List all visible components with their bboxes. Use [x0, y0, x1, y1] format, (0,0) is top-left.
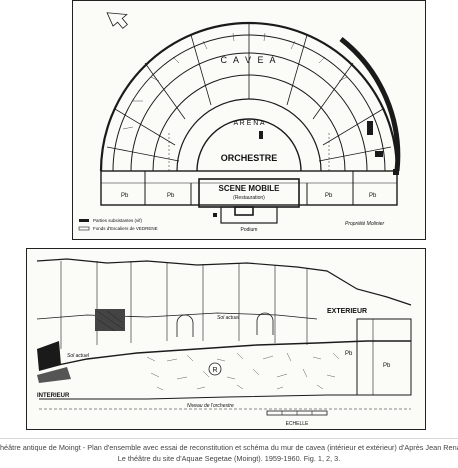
interior-wall-profile	[38, 340, 411, 370]
wall-remains	[213, 121, 399, 217]
exterieur-label: EXTERIEUR	[327, 308, 367, 315]
radial-divisions	[106, 23, 392, 162]
cavea-wall-section-drawing: R EXTERIEUR INTERIEUR Sol actuel Sol act…	[36, 258, 412, 427]
legend-entry-2: Fonds d'Escaliers de VEDRENE	[93, 226, 158, 231]
arch-opening-1	[176, 314, 194, 337]
scene-label: SCENE MOBILE	[219, 184, 281, 193]
theatre-plan-drawing: C A V E A A R E N A ORCHESTRE SCENE MOBI…	[78, 12, 401, 233]
orchestra-arc	[196, 118, 302, 172]
room-label-3: Pb	[325, 193, 333, 199]
pb-label-1: Pb	[345, 351, 353, 357]
facade-divisions	[60, 261, 308, 349]
arch-opening-2	[256, 312, 274, 335]
stone-patch-hatch	[96, 310, 124, 332]
theatre-plan-figure: C A V E A A R E N A ORCHESTRE SCENE MOBI…	[72, 0, 426, 240]
outer-ring-hatching	[122, 32, 348, 130]
masonry-texture	[146, 352, 340, 391]
marker-r: R	[212, 367, 217, 374]
sol-actuel-left-label: Sol actuel	[67, 353, 90, 359]
ground-line	[39, 394, 411, 400]
exterior-block	[356, 318, 412, 396]
arrow-icon	[106, 12, 128, 29]
arena-label: A R E N A	[233, 120, 264, 127]
property-label: Propriété Molinier	[345, 221, 385, 227]
echelle-label: ECHELLE	[286, 421, 309, 427]
caption-line-1: héâtre antique de Moingt - Plan d'ensemb…	[0, 443, 458, 452]
room-label-2: Pb	[167, 193, 175, 199]
orchestre-label: ORCHESTRE	[221, 153, 278, 163]
interieur-label: INTERIEUR	[37, 393, 70, 399]
podium-label: Podium	[241, 227, 258, 233]
section-markers: R	[208, 362, 222, 376]
pb-label-2: Pb	[383, 363, 391, 369]
scene-sublabel: (Restauration)	[233, 195, 265, 201]
niveau-label: Niveau de l'orchestre	[187, 403, 234, 409]
podium-inner	[234, 206, 254, 216]
room-label-4: Pb	[369, 193, 377, 199]
caption-line-2: Le théâtre du site d'Aquae Segetae (Moin…	[117, 454, 341, 463]
subsisting-wall-right	[339, 37, 401, 172]
scene-room-walls	[144, 171, 354, 205]
room-label-1: Pb	[121, 193, 129, 199]
sol-actuel-top-label: Sol actuel	[217, 315, 240, 321]
wall-top-profile	[36, 258, 412, 306]
legend-entry-1: Parties subsistantes (vif)	[93, 218, 143, 223]
section-dark-features	[37, 309, 125, 383]
cavea-label: C A V E A	[220, 55, 277, 65]
figure-caption: héâtre antique de Moingt - Plan d'ensemb…	[0, 438, 458, 468]
cavea-wall-section-figure: R EXTERIEUR INTERIEUR Sol actuel Sol act…	[26, 248, 426, 430]
plan-legend: Parties subsistantes (vif) Fonds d'Escal…	[78, 218, 158, 231]
scene-building	[100, 170, 398, 206]
